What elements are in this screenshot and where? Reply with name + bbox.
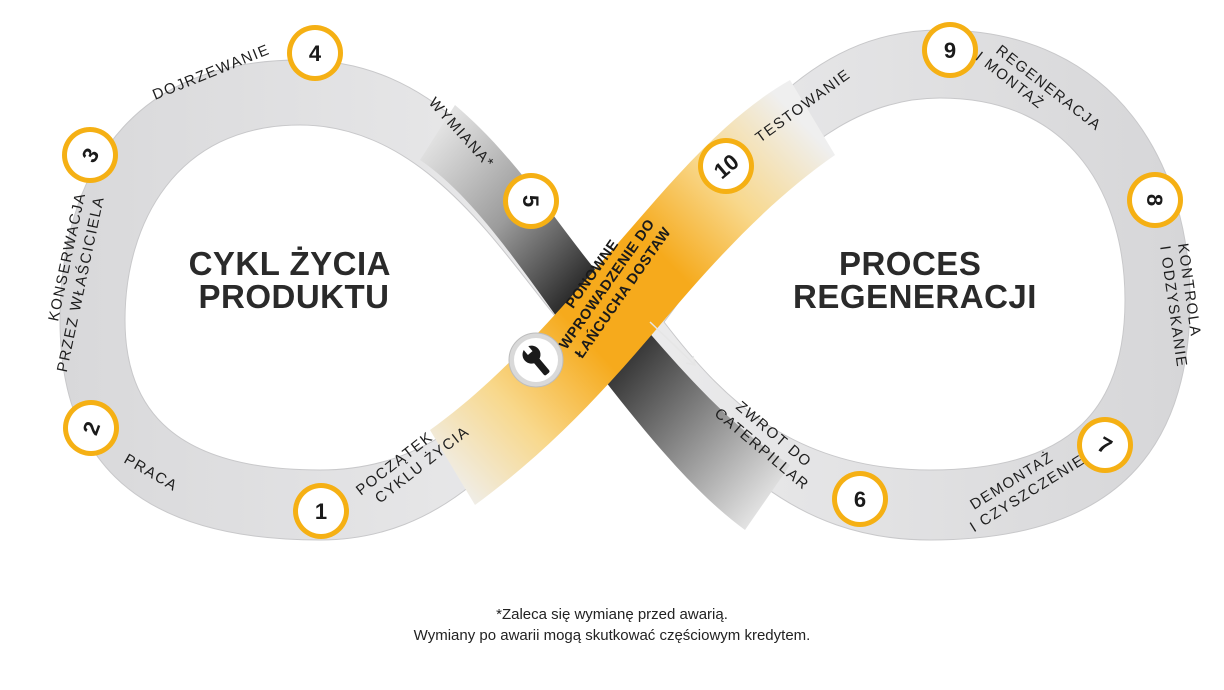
step-5-number: 5	[518, 195, 543, 207]
left-title-line-2: PRODUKTU	[199, 278, 390, 315]
step-7: 7	[1077, 417, 1133, 473]
step-6: 6	[832, 471, 888, 527]
step-1-number: 1	[315, 499, 327, 524]
left-title-line-1: CYKL ŻYCIA	[189, 245, 390, 282]
step-8-number: 8	[1142, 194, 1167, 206]
step-9: 9	[922, 22, 978, 78]
footnote-line-2: Wymiany po awarii mogą skutkować częścio…	[413, 627, 811, 644]
step-2: 2	[63, 400, 119, 456]
footnote-line-1: *Zaleca się wymianę przed awarią.	[496, 606, 728, 623]
left-title: CYKL ŻYCIA PRODUKTU	[189, 245, 400, 315]
step-3: 3	[62, 127, 118, 183]
arrow-right-icon	[649, 321, 696, 366]
step-1: 1	[293, 483, 349, 539]
step-5: 5	[503, 173, 559, 229]
right-title: PROCES REGENERACJI	[793, 245, 1037, 315]
step-4: 4	[287, 25, 343, 81]
right-title-line-2: REGENERACJI	[793, 278, 1037, 315]
footnote: *Zaleca się wymianę przed awarią. Wymian…	[0, 604, 1224, 646]
step-9-number: 9	[944, 38, 956, 63]
wrench-icon	[508, 332, 564, 388]
step-10: 10	[698, 138, 754, 194]
step-8: 8	[1127, 172, 1183, 228]
step-6-number: 6	[854, 487, 866, 512]
right-title-line-1: PROCES	[839, 245, 981, 282]
step-4-number: 4	[309, 41, 322, 66]
